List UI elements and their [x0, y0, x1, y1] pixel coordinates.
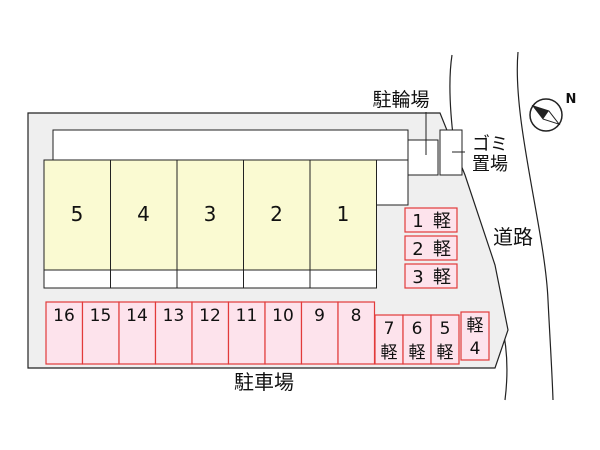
kei-space-kei: 軽 [467, 316, 484, 336]
parking-space-number: 14 [126, 306, 148, 326]
garbage-label-bottom: 置場 [472, 154, 508, 175]
compass-icon: N [529, 92, 577, 132]
parking-space-number: 11 [236, 306, 258, 326]
unit-number: 3 [204, 202, 217, 226]
kei-space-number: 2 [412, 239, 423, 260]
kei-space-number: 3 [412, 267, 423, 288]
parking-space-10 [264, 301, 303, 365]
kei-space-number: 6 [412, 319, 423, 339]
parking-space-number: 10 [272, 306, 294, 326]
bicycle-parking-area [407, 139, 439, 176]
parking-space-11 [227, 301, 266, 365]
unit-number: 4 [137, 202, 150, 226]
kei-space-kei: 軽 [433, 211, 451, 232]
kei-space-kei: 軽 [409, 343, 426, 363]
parking-space-16 [45, 301, 84, 365]
kei-space-kei: 軽 [437, 343, 454, 363]
kei-space-1 [404, 207, 458, 233]
kei-space-3 [404, 263, 458, 289]
parking-space-number: 8 [351, 306, 362, 326]
kei-space-number: 5 [440, 319, 451, 339]
parking-space-8 [337, 301, 376, 365]
compass-north-label: N [566, 92, 577, 107]
unit-number: 5 [71, 202, 84, 226]
unit-balcony [243, 269, 311, 289]
parking-space-12 [191, 301, 230, 365]
garbage-label-top: ゴミ [472, 134, 508, 155]
building-side-corridor [375, 159, 409, 206]
unit-balcony [43, 269, 111, 289]
kei-space-7 [374, 314, 404, 365]
unit-number: 2 [270, 202, 283, 226]
parking-space-13 [154, 301, 193, 365]
kei-space-6 [402, 314, 432, 365]
unit-balcony [110, 269, 178, 289]
bicycle-parking-label: 駐輪場 [372, 89, 429, 111]
road-label: 道路 [493, 225, 533, 249]
unit-2 [243, 159, 311, 271]
kei-space-2 [404, 235, 458, 261]
car-parking-label: 駐車場 [234, 370, 294, 394]
kei-space-number: 7 [384, 319, 395, 339]
unit-1 [309, 159, 377, 271]
parking-space-number: 12 [199, 306, 221, 326]
unit-balcony [176, 269, 244, 289]
kei-space-number: 1 [412, 211, 423, 232]
parking-space-number: 16 [53, 306, 75, 326]
kei-space-kei: 軽 [381, 343, 398, 363]
parking-space-number: 15 [90, 306, 112, 326]
building-corridor [52, 129, 409, 161]
unit-number: 1 [337, 202, 350, 226]
parking-space-14 [118, 301, 157, 365]
road-edge-right [516, 51, 554, 401]
parking-space-9 [300, 301, 339, 365]
kei-space-number: 4 [470, 339, 481, 359]
kei-space-kei: 軽 [433, 267, 451, 288]
parking-space-number: 9 [314, 306, 325, 326]
kei-space-kei: 軽 [433, 239, 451, 260]
kei-space-4 [460, 311, 490, 361]
kei-space-5 [430, 314, 460, 365]
parking-space-number: 13 [163, 306, 185, 326]
unit-balcony [309, 269, 377, 289]
